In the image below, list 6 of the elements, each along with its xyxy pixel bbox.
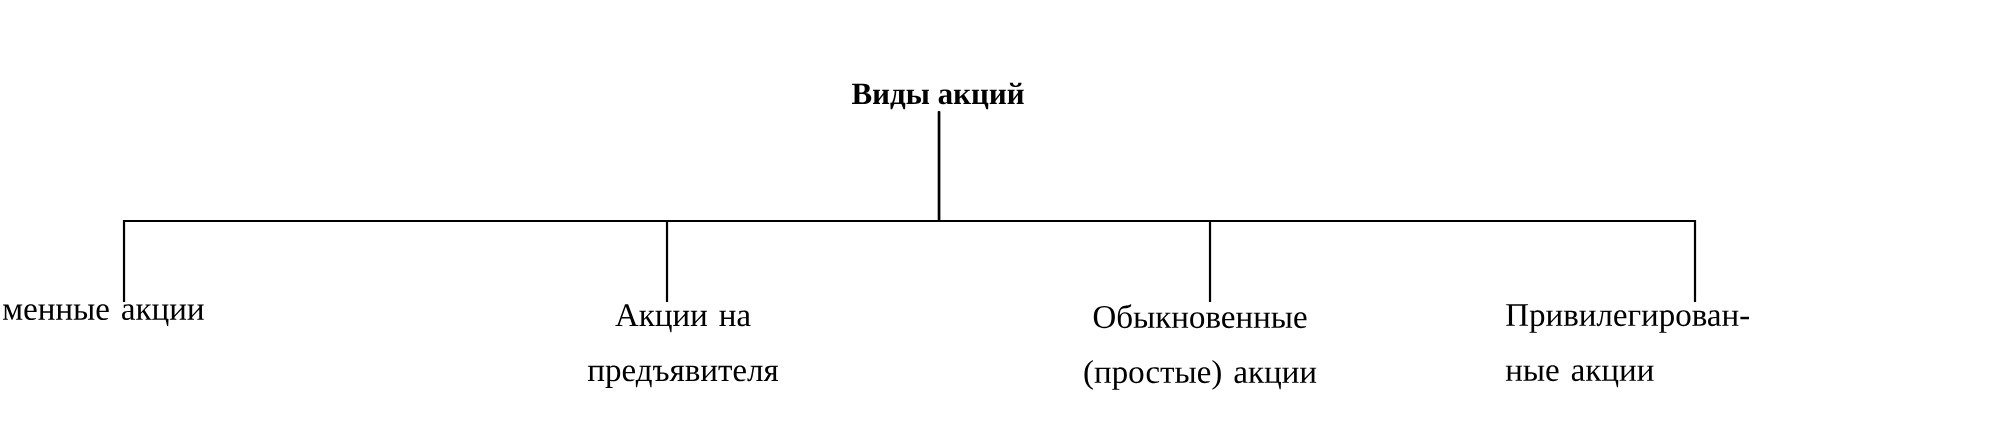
category-label: Обыкновенные (простые) акции [1084, 304, 1317, 390]
category-label: Привилегирован- ные акции [1505, 304, 1749, 388]
category-label: Акции на предъявителя [587, 304, 779, 388]
connector-line [937, 111, 1697, 302]
heading-text: Виды акций [852, 82, 1024, 110]
category-label: менные акции [3, 304, 204, 327]
